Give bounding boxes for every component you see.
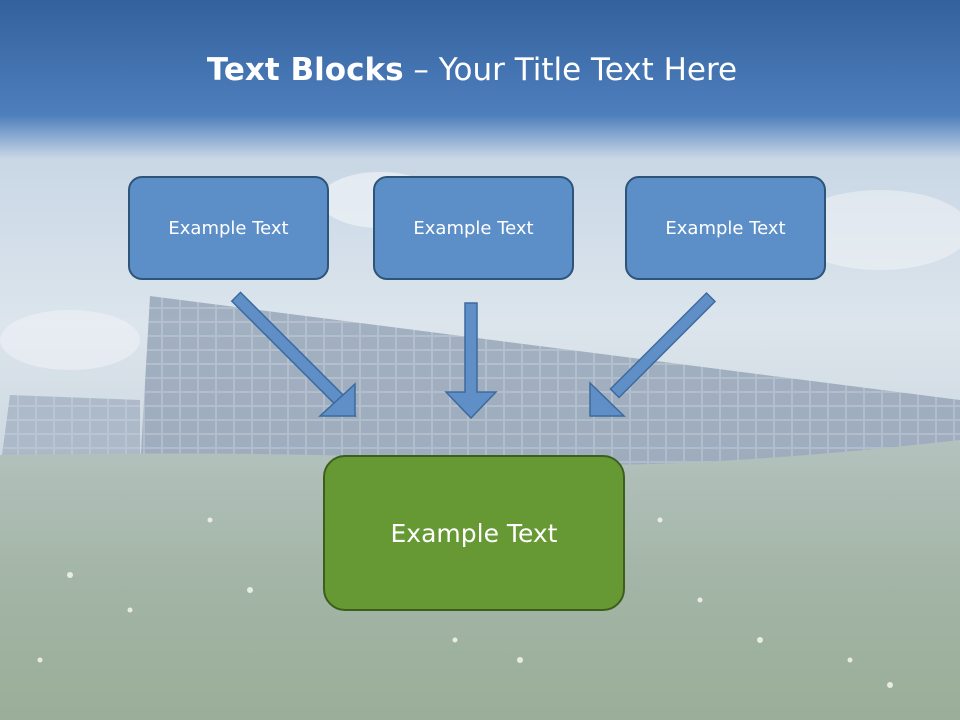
title-regular: Your Title Text Here <box>438 52 738 88</box>
arrow-right-head-icon <box>589 381 626 417</box>
text-block-3-label: Example Text <box>665 217 786 239</box>
arrow-left-icon <box>230 291 357 418</box>
arrow-left-head-icon <box>318 382 356 417</box>
target-text-block[interactable]: Example Text <box>323 455 625 611</box>
title-bold: Text Blocks <box>206 52 404 88</box>
text-block-3[interactable]: Example Text <box>625 176 826 280</box>
page-title: Text Blocks – Your Title Text Here <box>0 52 944 88</box>
text-block-2-label: Example Text <box>413 217 534 239</box>
arrow-middle-icon <box>444 302 498 420</box>
text-block-1-label: Example Text <box>168 217 289 239</box>
text-block-1[interactable]: Example Text <box>128 176 329 280</box>
title-separator: – <box>403 52 439 88</box>
arrow-right-icon <box>609 291 717 399</box>
target-text-block-label: Example Text <box>390 518 558 548</box>
text-block-2[interactable]: Example Text <box>373 176 574 280</box>
